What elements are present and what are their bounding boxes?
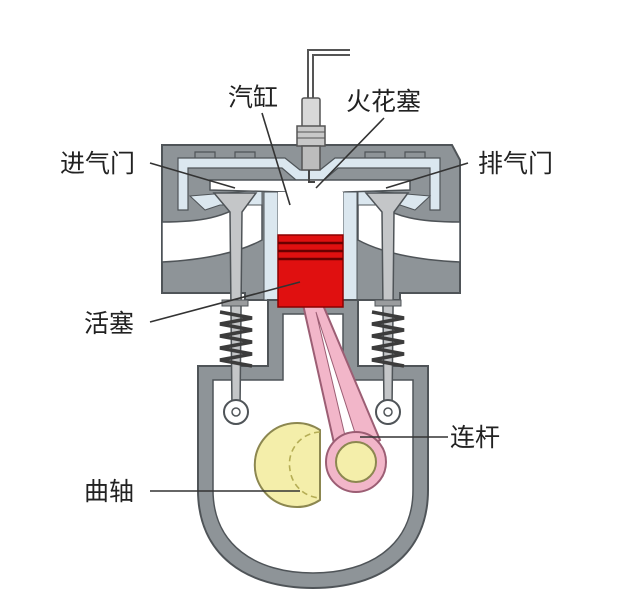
exhaust-valve: [364, 192, 410, 425]
crankshaft: [253, 422, 321, 508]
label-intake-valve: 进气门: [60, 149, 135, 178]
spark-plug-wire: [307, 49, 350, 100]
connecting-rod: [300, 296, 387, 493]
label-spark-plug: 火花塞: [346, 87, 421, 116]
intake-valve: [212, 192, 258, 425]
label-cylinder: 汽缸: [228, 83, 278, 112]
label-crankshaft: 曲轴: [84, 477, 134, 506]
piston: [277, 234, 344, 308]
spark-plug: [296, 97, 326, 183]
label-exhaust-valve: 排气门: [478, 149, 553, 178]
label-connecting-rod: 连杆: [450, 423, 500, 452]
leader-lines: [149, 112, 469, 492]
exhaust-valve-spring: [371, 310, 405, 368]
intake-valve-spring: [219, 310, 253, 368]
label-piston: 活塞: [84, 309, 134, 338]
